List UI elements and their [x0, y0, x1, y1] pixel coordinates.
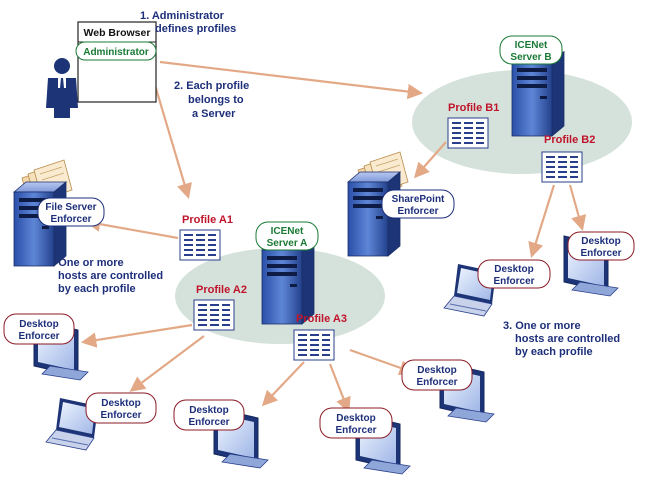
desktop-enforcer-right-b2: Desktop Enforcer	[563, 231, 635, 297]
profile-b2-document-icon	[541, 151, 583, 183]
profile-a1-document-icon	[179, 229, 221, 261]
profile-a1: Profile A1	[179, 214, 233, 261]
svg-text:Enforcer: Enforcer	[397, 206, 438, 217]
svg-text:Profile B2: Profile B2	[544, 134, 595, 146]
svg-text:Profile A3: Profile A3	[296, 313, 347, 325]
svg-text:Enforcer: Enforcer	[416, 377, 457, 388]
svg-text:Profile B1: Profile B1	[448, 102, 499, 114]
server-b: ICENet Server B	[499, 35, 565, 137]
desktop-enforcer-left-a2: Desktop Enforcer	[3, 313, 89, 381]
profile-a3-document-icon	[293, 329, 335, 361]
svg-text:Enforcer: Enforcer	[188, 417, 229, 428]
svg-text:ICENet: ICENet	[271, 226, 304, 237]
step-3-left-text: 3. One or more hosts are controlled by e…	[46, 257, 166, 295]
svg-text:SharePoint: SharePoint	[392, 194, 445, 205]
svg-text:Profile A2: Profile A2	[196, 284, 247, 296]
svg-text:Desktop: Desktop	[101, 398, 140, 409]
sharepoint-enforcer: SharePoint Enforcer	[347, 151, 455, 257]
administrator-icon	[46, 58, 78, 118]
desktop-enforcer-laptop-b2: Desktop Enforcer	[443, 259, 551, 317]
administrator-group: Web Browser Administrator	[46, 21, 157, 118]
sharepoint-enforcer-label: SharePoint Enforcer	[381, 189, 455, 219]
web-browser-label: Web Browser	[84, 27, 151, 39]
svg-text:Desktop: Desktop	[494, 264, 533, 275]
svg-text:Desktop: Desktop	[19, 319, 58, 330]
desktop-enforcer-laptop-a2: Desktop Enforcer	[45, 392, 157, 451]
arrow-a3-to-desktop-right	[349, 348, 415, 376]
svg-text:Desktop: Desktop	[581, 236, 620, 247]
web-browser-window	[77, 21, 157, 103]
file-server-enforcer-label: File Server Enforcer	[37, 197, 105, 227]
svg-text:Profile A1: Profile A1	[182, 214, 233, 226]
arrow-a3-to-desktop-bottom	[328, 363, 351, 413]
profile-b2: Profile B2	[541, 134, 595, 183]
server-a: ICENet Server A	[255, 221, 319, 325]
svg-text:Enforcer: Enforcer	[50, 214, 91, 225]
arrow-admin-to-server-b	[159, 60, 424, 100]
administrator-label: Administrator	[83, 47, 149, 58]
connection-arrows	[80, 60, 587, 413]
step-1-text: 1. Administrator defines profiles	[140, 10, 236, 35]
svg-text:Desktop: Desktop	[336, 413, 375, 424]
profile-b1-document-icon	[447, 117, 489, 149]
svg-text:File Server: File Server	[45, 202, 96, 213]
profile-b1: Profile B1	[447, 102, 499, 149]
arrow-b2-to-desktop-right	[568, 184, 587, 231]
desktop-enforcer-bottom-a3: Desktop Enforcer	[319, 407, 411, 475]
svg-text:Desktop: Desktop	[417, 365, 456, 376]
profile-a2: Profile A2	[193, 284, 247, 331]
svg-text:Server A: Server A	[267, 238, 308, 249]
arrow-b1-to-sharepoint	[413, 141, 447, 179]
arrow-a1-to-file-server	[84, 216, 179, 240]
svg-text:ICENet: ICENet	[515, 40, 548, 51]
step-2-text: 2. Each profile belongs to a Server	[174, 80, 252, 120]
arrow-admin-to-profile-a1	[150, 74, 192, 199]
svg-text:Enforcer: Enforcer	[18, 331, 59, 342]
svg-text:Enforcer: Enforcer	[100, 410, 141, 421]
svg-text:Desktop: Desktop	[189, 405, 228, 416]
arrow-a2-to-desktop-left	[80, 323, 193, 348]
svg-text:Server B: Server B	[510, 52, 551, 63]
server-a-label: ICENet Server A	[255, 221, 319, 251]
arrow-a3-to-desktop-bottom-left	[261, 361, 305, 407]
administrator-badge: Administrator	[75, 41, 157, 61]
svg-text:Enforcer: Enforcer	[580, 248, 621, 259]
desktop-enforcer-bottom-left-a3: Desktop Enforcer	[173, 399, 269, 469]
svg-text:Enforcer: Enforcer	[335, 425, 376, 436]
arrow-b2-to-desktop-laptop	[528, 184, 556, 258]
arrow-a2-to-laptop	[129, 335, 205, 392]
profile-a2-document-icon	[193, 299, 235, 331]
file-server-enforcer: File Server Enforcer	[13, 159, 105, 267]
desktop-enforcer-right-a3: Desktop Enforcer	[401, 359, 495, 423]
profile-a3: Profile A3	[293, 313, 347, 361]
step-3-right-text: 3. One or more hosts are controlled by e…	[503, 320, 623, 358]
svg-text:Enforcer: Enforcer	[493, 276, 534, 287]
server-b-label: ICENet Server B	[499, 35, 563, 65]
